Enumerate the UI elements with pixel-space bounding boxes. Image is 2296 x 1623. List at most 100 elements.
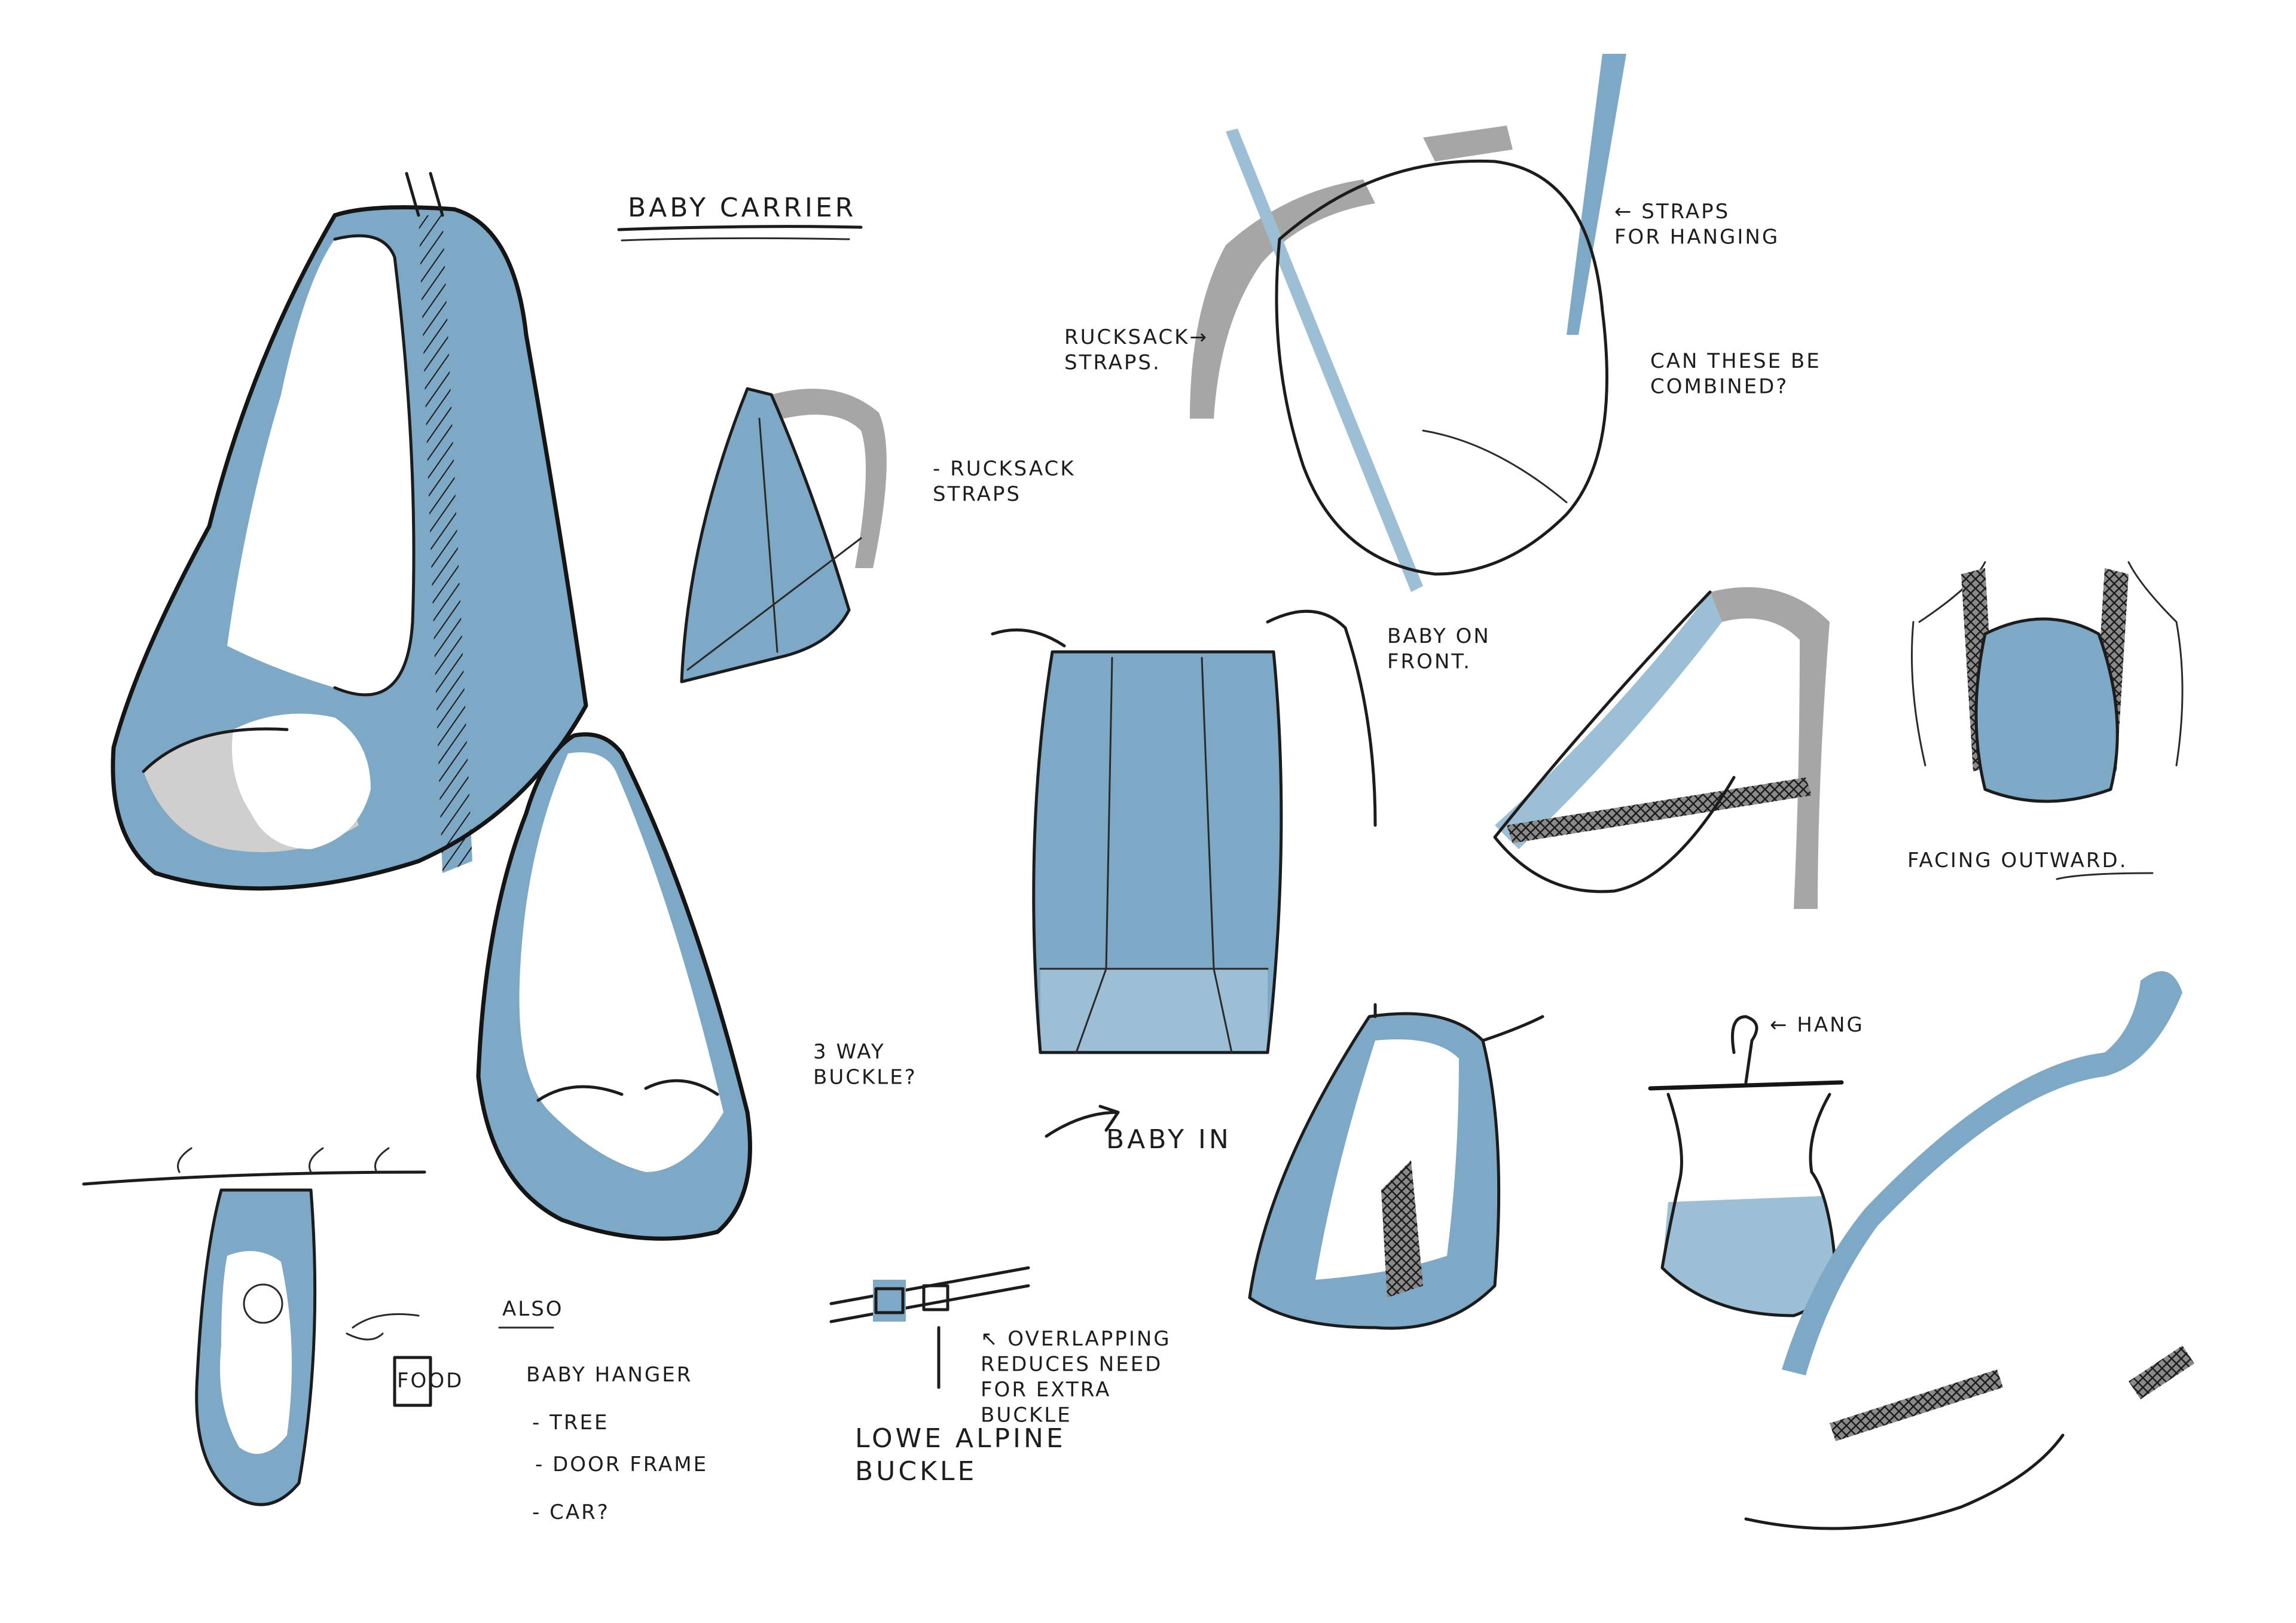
wide-strap-outline	[1493, 590, 1736, 893]
long-strap-hatch	[1830, 1369, 2003, 1441]
note-line-line: COMBINED?	[1650, 375, 1788, 399]
buckle-part-a	[874, 1287, 905, 1314]
open-carrier-seat	[1040, 969, 1268, 1052]
note-rucksack-straps-top: RUCKSACK→STRAPS.	[1064, 325, 1208, 375]
front-carrier-opening	[519, 752, 723, 1172]
note-line-line: STRAPS.	[1064, 351, 1161, 375]
buckle-blue-band	[873, 1280, 906, 1322]
facing-carrier-outline	[1974, 617, 2119, 803]
facing-underline	[2056, 872, 2154, 880]
open-carrier-seams	[1039, 657, 1269, 1054]
small-carrier-side-hatch	[1381, 1160, 1423, 1298]
long-strap-base-line	[1744, 1433, 2065, 1530]
back-hanging-strap-right	[1567, 54, 1626, 335]
large-carrier-outline	[111, 205, 588, 891]
baby-hanger-outline	[195, 1188, 317, 1506]
open-carrier-right-arm	[1268, 611, 1375, 841]
note-line-line: BUCKLE	[981, 1404, 1072, 1427]
large-carrier-opening	[227, 236, 414, 695]
note-also: ALSO	[502, 1297, 564, 1321]
baby-in-arrow	[1045, 1105, 1120, 1138]
food-jar-label: FOOD	[397, 1369, 463, 1393]
baby-face-outline	[243, 1283, 283, 1324]
note-hang: ← HANG	[1770, 1013, 1864, 1037]
long-strap-blue	[1782, 971, 2182, 1375]
long-strap-buckle-hatch	[2129, 1346, 2194, 1399]
hanger-hook	[1731, 1015, 1758, 1084]
back-rucksack-strap-top	[1423, 126, 1513, 161]
hanger-carrier-outline	[1660, 1093, 1837, 1317]
sketch-open-carrier: BABY IN	[988, 609, 1377, 1155]
note-line-line: STRAPS	[933, 483, 1021, 507]
large-carrier-leg-line	[142, 727, 289, 773]
back-hanging-strap-left	[1226, 129, 1423, 592]
note-line-line: BUCKLE?	[813, 1066, 917, 1090]
buckle-part-b	[922, 1284, 949, 1311]
branch-line	[82, 1170, 426, 1186]
large-carrier-strap	[419, 215, 472, 873]
wide-strap-hatch	[1507, 777, 1812, 843]
note-hanger-tree: - TREE	[532, 1411, 609, 1435]
baby-face	[244, 1285, 282, 1323]
wide-strap-blue	[1495, 592, 1722, 849]
sketch-facing-outward: FACING OUTWARD.	[1907, 561, 2184, 880]
note-line-line: BUCKLE	[855, 1456, 977, 1487]
note-line-line: FRONT.	[1387, 650, 1471, 674]
large-carrier-leg-hole	[232, 713, 371, 849]
note-line-line: FOR EXTRA	[981, 1378, 1111, 1402]
wide-strap-grey	[1710, 587, 1830, 909]
side-carrier-details	[686, 417, 862, 671]
note-facing-outward: FACING OUTWARD.	[1907, 849, 2128, 872]
front-carrier-leg-lines	[536, 1079, 719, 1102]
sketch-baby-hanger: FOOD	[82, 1147, 463, 1506]
hanger-bar	[1648, 1080, 1844, 1091]
back-carrier-outline	[1275, 159, 1608, 576]
title-block: BABY CARRIER	[617, 193, 863, 242]
small-carrier-inner	[1315, 1039, 1459, 1280]
side-rucksack-strap	[771, 389, 887, 568]
hanger-carrier-base	[1662, 1196, 1836, 1316]
buckle-webbing	[829, 1266, 1030, 1323]
sketch-hanger-carrier: ← HANG	[1648, 1013, 1864, 1317]
title-underline	[617, 225, 863, 231]
note-hanger-car: - CAR?	[532, 1500, 610, 1524]
back-rucksack-strap-left	[1190, 179, 1375, 419]
sketch-long-strap	[1744, 971, 2194, 1530]
note-hanger-door-frame: - DOOR FRAME	[535, 1453, 708, 1476]
food-jar	[393, 1356, 432, 1407]
side-carrier-body	[682, 389, 849, 682]
front-carrier-outline	[476, 732, 752, 1241]
branch-leaves	[177, 1147, 390, 1173]
baby-hanger-opening	[220, 1251, 292, 1454]
small-carrier-strap-stubs	[1373, 1003, 1544, 1042]
open-carrier-outline	[1032, 650, 1283, 1054]
note-line-line: FOR HANGING	[1614, 225, 1779, 249]
back-carrier-rim	[1422, 429, 1568, 504]
sheet-title: BABY CARRIER	[628, 193, 856, 223]
note-baby-in: BABY IN	[1106, 1124, 1232, 1155]
note-line-line: REDUCES NEED	[981, 1353, 1162, 1377]
large-carrier-hanging-strap	[405, 172, 444, 217]
note-baby-hanger: BABY HANGER	[526, 1363, 692, 1387]
facing-carrier-body	[1976, 619, 2118, 801]
sketch-small-carrier	[1248, 1003, 1544, 1330]
spoon	[346, 1313, 420, 1341]
sketch-large-carrier	[111, 172, 588, 891]
side-carrier-outline	[680, 387, 851, 684]
large-carrier-inner-edge	[333, 234, 416, 697]
open-carrier-arm-lines	[991, 609, 1377, 827]
sketch-carrier-front	[476, 732, 752, 1241]
sketch-wide-strap	[1493, 587, 1830, 909]
open-carrier-panel	[1033, 652, 1281, 1052]
